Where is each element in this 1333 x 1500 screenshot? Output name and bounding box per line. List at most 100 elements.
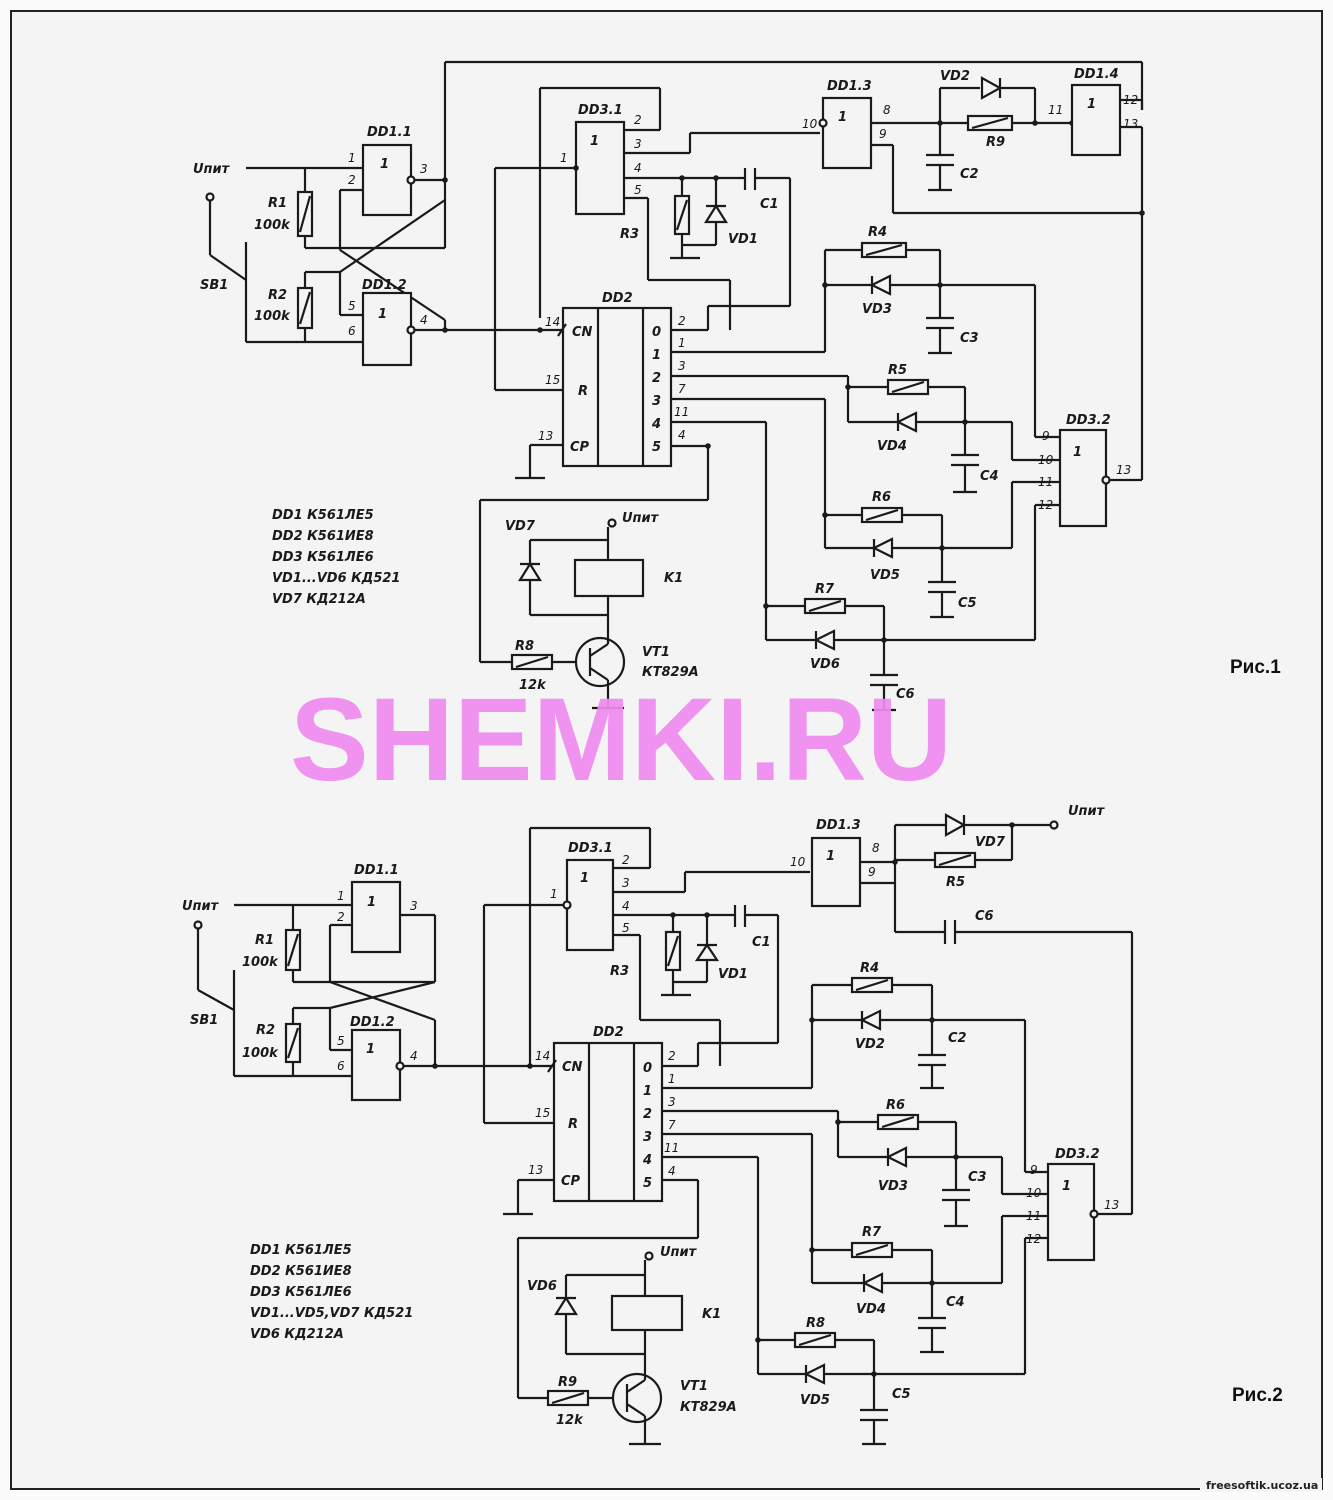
svg-text:13: 13 xyxy=(538,429,553,443)
fig2-caption: Рис.2 xyxy=(1232,1385,1283,1406)
svg-text:4: 4 xyxy=(634,161,642,175)
svg-text:10: 10 xyxy=(802,117,818,131)
svg-text:4: 4 xyxy=(651,417,661,432)
fig2-r8-label: R8 xyxy=(806,1316,825,1331)
svg-text:1: 1 xyxy=(366,1042,375,1057)
fig1-c3-label: C3 xyxy=(960,331,979,346)
svg-text:1: 1 xyxy=(580,871,589,886)
svg-text:5: 5 xyxy=(652,440,661,455)
fig1-dd12-label: DD1.2 xyxy=(362,278,407,293)
fig1-vd1 xyxy=(682,175,728,247)
fig2-r1-value: 100k xyxy=(242,955,279,970)
svg-text:5: 5 xyxy=(348,299,356,313)
fig1-vd7-label: VD7 xyxy=(505,519,536,534)
svg-text:1: 1 xyxy=(668,1072,676,1086)
svg-text:10: 10 xyxy=(1026,1186,1042,1200)
fig2-dd11-label: DD1.1 xyxy=(354,863,399,878)
fig2-vd4-label: VD4 xyxy=(856,1302,886,1317)
fig2-r8-vd5-c5 xyxy=(756,1157,1048,1446)
fig1-r9-label: R9 xyxy=(986,135,1005,150)
fig1-r9 xyxy=(940,114,1072,132)
fig1-switch-sb1 xyxy=(205,192,248,342)
svg-text:2: 2 xyxy=(634,113,642,127)
svg-text:8: 8 xyxy=(872,841,880,855)
fig1-dd14-label: DD1.4 xyxy=(1074,67,1119,82)
svg-text:2: 2 xyxy=(337,910,345,924)
svg-text:13: 13 xyxy=(1104,1198,1119,1212)
fig1-dd31-label: DD3.1 xyxy=(578,103,623,118)
svg-text:9: 9 xyxy=(879,127,887,141)
fig2-c2-label: C2 xyxy=(948,1031,967,1046)
svg-text:10: 10 xyxy=(790,855,806,869)
fig2-c1 xyxy=(698,905,780,1045)
svg-text:R: R xyxy=(568,1117,578,1132)
svg-text:2: 2 xyxy=(643,1107,652,1122)
svg-text:1: 1 xyxy=(826,849,835,864)
svg-text:R: R xyxy=(578,384,588,399)
fig1-vd2-label: VD2 xyxy=(940,69,970,84)
fig1-dd1-2: 1 xyxy=(338,272,540,367)
fig1-r4-label: R4 xyxy=(868,225,887,240)
svg-text:0: 0 xyxy=(643,1061,652,1076)
fig2-c1-label: C1 xyxy=(752,935,771,950)
fig1-r2 xyxy=(246,272,365,344)
svg-text:VD1...VD6 КД521: VD1...VD6 КД521 xyxy=(272,571,400,586)
fig1-vd5-label: VD5 xyxy=(870,568,900,583)
svg-text:13: 13 xyxy=(1123,117,1138,131)
fig1-r6-vd5-c5 xyxy=(823,399,1060,619)
svg-text:15: 15 xyxy=(535,1106,550,1120)
fig1-dd11-label: DD1.1 xyxy=(367,125,412,140)
fig2-r9-value: 12k xyxy=(556,1413,584,1428)
fig1-r2-value: 100k xyxy=(254,309,291,324)
fig2-c5-label: C5 xyxy=(892,1387,911,1402)
svg-text:1: 1 xyxy=(838,110,847,125)
fig2-supply-label: Uпит xyxy=(182,899,220,914)
watermark: SHEMKI.RU xyxy=(290,674,952,806)
svg-text:1: 1 xyxy=(643,1084,652,1099)
fig2-legend: DD1 К561ЛЕ5 DD2 К561ИЕ8 DD3 К561ЛЕ6 VD1.… xyxy=(250,1243,413,1342)
fig2-r7-label: R7 xyxy=(862,1225,882,1240)
svg-text:9: 9 xyxy=(868,865,876,879)
fig1-c6-label: C6 xyxy=(896,687,915,702)
svg-text:CN: CN xyxy=(572,325,593,340)
svg-text:15: 15 xyxy=(545,373,560,387)
svg-text:VD1...VD5,VD7 КД521: VD1...VD5,VD7 КД521 xyxy=(250,1306,413,1321)
fig2-dd31-label: DD3.1 xyxy=(568,841,613,856)
fig2-supply2-label: Uпит xyxy=(660,1245,698,1260)
fig2-r6-label: R6 xyxy=(886,1098,905,1113)
svg-text:0: 0 xyxy=(652,325,661,340)
svg-text:11: 11 xyxy=(674,405,689,419)
fig1-supply-label: Uпит xyxy=(193,162,231,177)
svg-text:14: 14 xyxy=(535,1049,550,1063)
fig2-r3-label: R3 xyxy=(610,964,629,979)
svg-text:DD3 К561ЛЕ6: DD3 К561ЛЕ6 xyxy=(250,1285,352,1300)
fig1-c1-label: C1 xyxy=(760,197,779,212)
svg-text:11: 11 xyxy=(1026,1209,1041,1223)
svg-text:DD2 К561ИЕ8: DD2 К561ИЕ8 xyxy=(250,1264,352,1279)
fig2-dd1-2: 1 xyxy=(328,1008,530,1102)
svg-text:1: 1 xyxy=(1062,1179,1071,1194)
fig2-vd1 xyxy=(673,912,720,984)
svg-text:11: 11 xyxy=(1048,103,1063,117)
svg-text:1: 1 xyxy=(378,307,387,322)
svg-text:2: 2 xyxy=(668,1049,676,1063)
fig2-dd3-2: 1 xyxy=(1046,1162,1099,1262)
svg-text:3: 3 xyxy=(668,1095,676,1109)
fig2-dd13-label: DD1.3 xyxy=(816,818,861,833)
fig2-dd2-label: DD2 xyxy=(593,1025,624,1040)
fig2-switch-sb1 xyxy=(193,920,236,1076)
svg-text:1: 1 xyxy=(550,887,558,901)
svg-text:4: 4 xyxy=(668,1164,676,1178)
svg-text:2: 2 xyxy=(348,173,356,187)
fig1-dd32-label: DD3.2 xyxy=(1066,413,1111,428)
fig2-supply3-label: Uпит xyxy=(1068,804,1106,819)
fig1-dd3-2: 1 xyxy=(1058,428,1142,528)
svg-text:9: 9 xyxy=(1042,429,1050,443)
fig1-dd1-1: 1 xyxy=(338,143,445,250)
fig2-c6 xyxy=(943,920,1134,1216)
fig1-r3-label: R3 xyxy=(620,227,639,242)
svg-text:1: 1 xyxy=(678,336,686,350)
svg-text:1: 1 xyxy=(380,157,389,172)
svg-text:1: 1 xyxy=(590,134,599,149)
